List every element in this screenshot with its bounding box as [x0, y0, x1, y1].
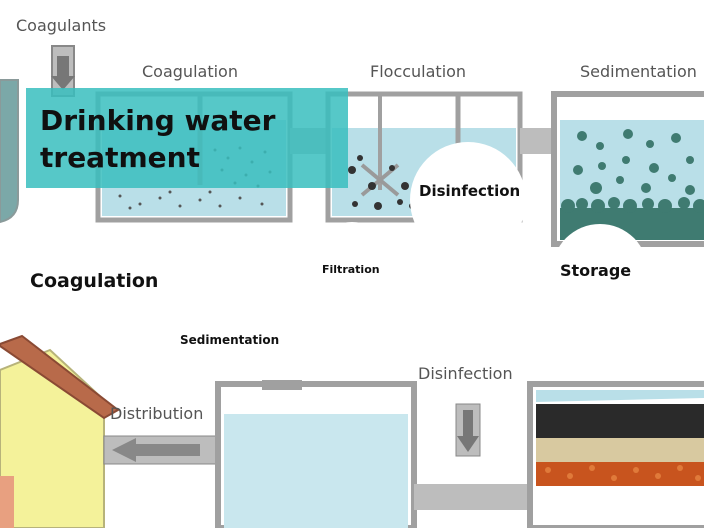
- sediment-blobs: [561, 197, 704, 213]
- storage-overlay-label: Storage: [560, 261, 632, 280]
- filtration-bubble: [306, 222, 398, 314]
- storage-bubble: [552, 224, 648, 320]
- coagulation-label-top: Coagulation: [142, 62, 238, 81]
- sed-particles: [573, 129, 695, 195]
- distribution-label: Distribution: [110, 404, 204, 423]
- page-title: Drinking water treatment: [40, 104, 276, 174]
- house-roof: [0, 334, 120, 420]
- pipe-filter-storage: [414, 484, 532, 510]
- flocculation-label: Flocculation: [370, 62, 467, 81]
- pipe-floc-sed: [520, 128, 554, 154]
- distribution-arrow-icon: [112, 438, 200, 462]
- disinfection-label-bottom: Disinfection: [418, 364, 513, 383]
- anthracite-layer: [536, 404, 704, 438]
- sand-layer: [536, 438, 704, 462]
- house-door: [0, 476, 14, 528]
- sedimentation-overlay-label: Sedimentation: [180, 333, 280, 347]
- filtration-overlay-label: Filtration: [322, 263, 380, 276]
- storage-water: [224, 414, 408, 528]
- sedimentation-label-top: Sedimentation: [580, 62, 697, 81]
- gravel-layer: [536, 462, 704, 486]
- filtration-water: [536, 390, 704, 402]
- coagulants-label: Coagulants: [16, 16, 107, 35]
- gravel-texture: [545, 465, 701, 481]
- title-box: Drinking water treatment: [26, 88, 348, 188]
- disinfection-overlay-label: Disinfection: [419, 182, 521, 200]
- disinfection-arrow-icon: [457, 410, 479, 452]
- coagulation-overlay-label: Coagulation: [30, 270, 159, 292]
- coagulant-arrow-icon: [51, 56, 75, 90]
- disinfection-bubble: [410, 142, 526, 258]
- intake-tank: [0, 79, 19, 224]
